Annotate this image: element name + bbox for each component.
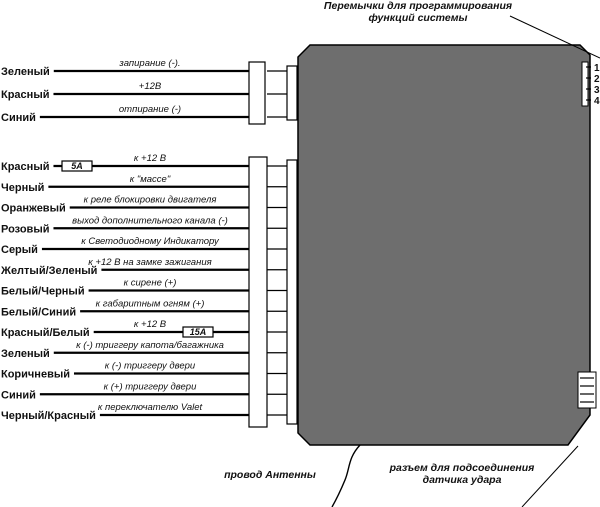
fuse-body (182, 326, 214, 338)
large-connector-wire-description: к переключателю Valet (98, 402, 203, 413)
large-connector-wire-description: выход дополнительного канала (-) (72, 215, 228, 226)
small-connector-wire-description: отпирание (-) (119, 104, 181, 115)
large-connector-wire-name: Красный/Белый (1, 327, 90, 339)
large-connector-wire-description: к +12 В (134, 153, 167, 164)
large-connector-wire-description: к габаритным огням (+) (96, 298, 205, 309)
large-connector-wire-description: к (-) триггеру двери (105, 361, 196, 372)
antenna-label: провод Антенны (224, 469, 316, 481)
jumper-number: 3 (594, 85, 600, 96)
jumper-block (581, 61, 589, 107)
large-connector-wire-name: Коричневый (1, 369, 70, 381)
small-connector-socket (286, 65, 298, 121)
shock-sensor-connector (577, 371, 597, 409)
large-connector-wire-name: Синий (1, 389, 36, 401)
large-connector-wire-name: Розовый (1, 223, 49, 235)
large-connector-wires: Красный к +12 В 5А Черный к "массе" Оранжевый… (0, 153, 287, 422)
control-unit-body (297, 44, 591, 446)
small-connector-wire-name: Зеленый (1, 66, 50, 78)
large-connector-wire-description: к "массе" (130, 174, 171, 185)
fuse-rating: 5А (71, 161, 83, 171)
jumper-number: 1 (594, 63, 600, 74)
large-connector-wire-description: к Светодиодному Индикатору (81, 236, 220, 247)
large-connector-wire-name: Черный/Красный (1, 410, 96, 422)
small-connector-wire-name: Красный (1, 89, 49, 101)
fuse-rating: 15А (190, 327, 207, 337)
large-connector-wire-name: Зеленый (1, 348, 50, 360)
jumper-number: 2 (594, 74, 600, 85)
jumper-number: 4 (594, 96, 600, 107)
large-connector-socket (286, 159, 298, 425)
antenna-wire (331, 444, 361, 507)
fuse: 5А (61, 160, 93, 172)
jumpers-note-pointer (509, 15, 600, 59)
shock-sensor-pins (580, 377, 594, 403)
shock-sensor-pointer (521, 445, 579, 507)
large-connector-wire-name: Серый (1, 244, 38, 256)
small-connector-wires: Зеленый запирание (-). Красный +12В Синий отп… (1, 58, 287, 124)
small-connector-wire-description: запирание (-). (118, 58, 180, 69)
large-connector-wire-name: Желтый/Зеленый (0, 265, 97, 277)
large-connector-wire-description: к +12 В на замке зажигания (88, 257, 211, 268)
jumpers-note-line2: функций системы (369, 12, 468, 24)
small-connector-wire-description: +12В (139, 81, 162, 92)
large-connector-wire-name: Черный (1, 182, 44, 194)
large-connector-wire-name: Белый/Синий (1, 306, 76, 318)
shock-sensor-label-line1: разъем для подсоединения (389, 462, 535, 474)
jumpers-note-line1: Перемычки для программирования (324, 0, 512, 12)
fuse: 15А (182, 326, 214, 338)
large-connector-wire-name: Красный (1, 161, 49, 173)
small-connector-wire-name: Синий (1, 112, 36, 124)
large-connector-plug (248, 156, 268, 428)
fuse-body (61, 160, 93, 172)
large-connector-wire-description: к сирене (+) (124, 278, 177, 289)
large-connector-wire-description: к +12 В (134, 319, 167, 330)
large-connector-wire-name: Белый/Черный (1, 286, 85, 298)
shock-sensor-label-line2: датчика удара (423, 474, 502, 486)
large-connector-wire-name: Оранжевый (1, 203, 66, 215)
large-connector-wire-description: к (-) триггеру капота/багажника (76, 340, 224, 351)
small-connector-plug (248, 61, 266, 125)
large-connector-wire-description: к реле блокировки двигателя (84, 195, 217, 206)
large-connector-wire-description: к (+) триггеру двери (104, 381, 197, 392)
